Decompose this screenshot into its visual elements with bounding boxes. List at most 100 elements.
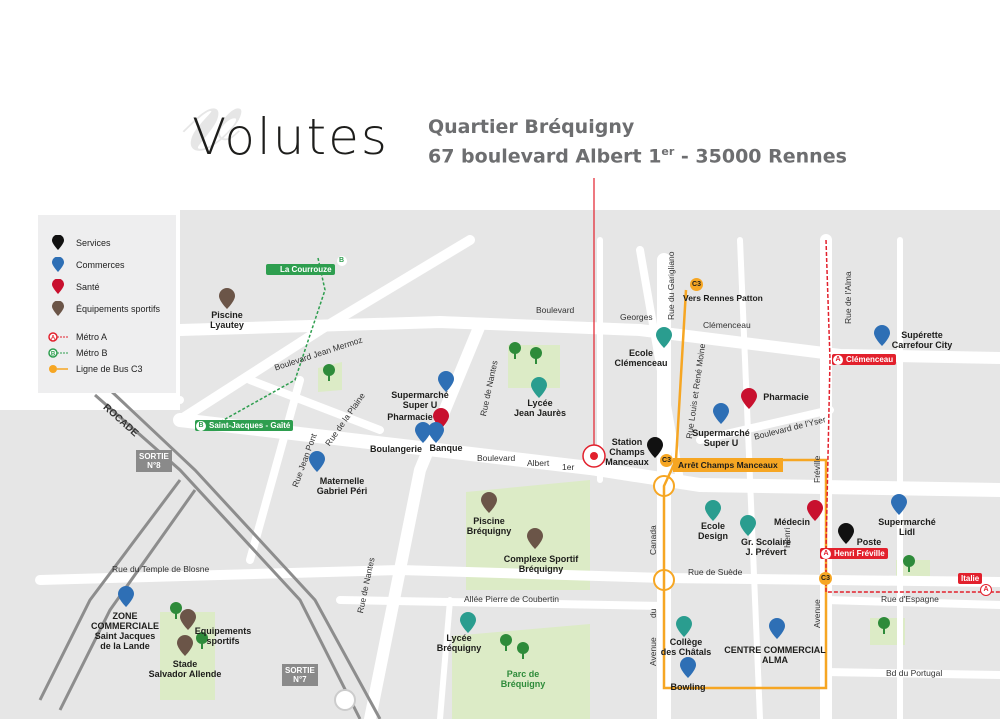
pin-pharmacie-2[interactable] [741,388,757,409]
road-suede [35,564,1000,587]
street-allee-coubertin: Allée Pierre de Coubertin [464,594,559,604]
pin-piscine-brequigny[interactable] [481,492,497,513]
street-georges: Georges [620,312,653,322]
brand-script-watermark: 𝓋 [178,40,238,179]
pin-medecin[interactable] [807,500,823,521]
label-vers-rennes-patton: Vers Rennes Patton [683,293,763,303]
label-pharmacie-2: Pharmacie [763,392,809,402]
pin-maternelle[interactable] [309,451,325,472]
pin-banque[interactable] [428,422,444,443]
street-temple-blosne: Rue du Temple de Blosne [112,564,210,574]
street-1er: 1er [562,462,575,472]
street-albert: Albert [527,458,550,468]
legend-bus-c3: Ligne de Bus C3 [48,361,143,377]
pin-gr-scolaire[interactable] [740,515,756,536]
label-bowling: Bowling [670,682,706,692]
street-rue-garigliano: Rue du Garigliano [666,251,676,320]
street-boulevard-albert: Boulevard [477,453,516,463]
pin-equipements-sportifs[interactable] [180,609,196,630]
pin-stade[interactable] [177,635,193,656]
pin-centre-alma[interactable] [769,618,785,639]
road-grid-4 [437,597,453,719]
road-espagne [822,596,1000,609]
bus-c3-badge-top: C3 [690,278,703,291]
road-mermoz [175,235,475,425]
pin-college-chatals[interactable] [676,616,692,637]
address-line: 67 boulevard Albert 1er - 35000 Rennes [428,145,847,167]
address-tail: - 35000 Rennes [674,145,847,168]
legend-sport: Équipements sportifs [48,301,160,317]
street-rue-espagne: Rue d'Espagne [881,594,939,604]
label-pharmacie-1: Pharmacie [387,412,433,422]
label-boulangerie: Boulangerie [369,444,423,454]
pin-supermarche-u1[interactable] [438,371,454,392]
trees-layer [170,342,915,659]
road-nantes [364,319,486,719]
legend-commerces: Commerces [48,257,125,273]
pin-piscine-lyautey[interactable] [219,288,235,309]
svg-text:B: B [51,352,56,358]
pin-lycee-jaures[interactable] [531,377,547,398]
street-boulevard: Boulevard [536,305,575,315]
street-clemenceau: Clémenceau [703,320,751,330]
pin-station-champs[interactable] [647,437,663,458]
park-lycee-jaures [508,345,560,388]
label-poste: Poste [856,537,882,547]
quartier-name: Quartier Bréquigny [428,116,635,138]
pin-complexe-sportif[interactable] [527,528,543,549]
pin-supermarche-u2[interactable] [713,403,729,424]
metro-a-icon: A [48,332,68,342]
pin-zone-commerciale[interactable] [118,586,134,607]
tree-icon [170,602,182,619]
pin-red-icon [52,279,64,294]
pin-lycee-brequigny[interactable] [460,612,476,633]
bus-c3-badge-mid: C3 [660,454,673,467]
park-brequigny [452,624,590,719]
pin-boulangerie[interactable] [415,422,431,443]
street-avenue-left: Avenue [648,637,658,666]
street-canada: Canada [648,525,658,555]
rocade-branch-2 [58,489,197,711]
tree-icon [196,632,208,649]
street-bd-portugal: Bd du Portugal [886,668,943,678]
site-marker [582,444,606,468]
pin-ecole-design[interactable] [705,500,721,521]
tree-icon [323,364,335,381]
pin-supermarche-lidl[interactable] [891,494,907,515]
metro-b-icon: B [48,348,68,358]
tree-icon [509,342,521,359]
bus-c3-badge-low: C3 [819,572,832,585]
legend-services: Services [48,235,111,251]
pin-poste[interactable] [838,523,854,544]
brand-title: Volutes [192,108,389,166]
pin-blue-icon [52,257,64,272]
rocade-road-2 [108,388,382,719]
rocade-branch [38,479,182,701]
metro-a-badge-italie: A [980,584,992,596]
pin-superette[interactable] [874,325,890,346]
pin-ecole-clemenceau[interactable] [656,327,672,348]
pin-bowling[interactable] [680,657,696,678]
